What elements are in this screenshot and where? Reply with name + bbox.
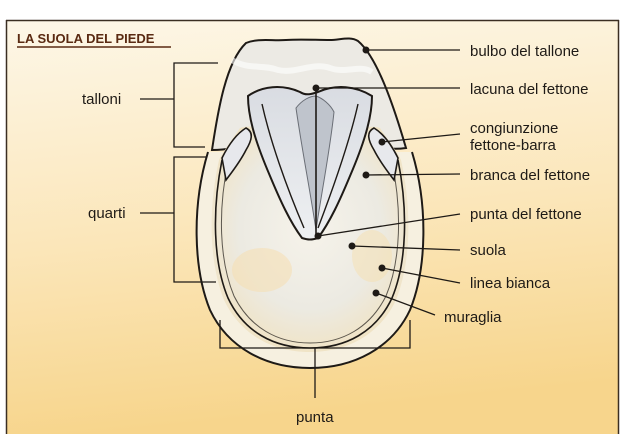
sole-shade-right [352, 230, 392, 282]
label-branca-del-fettone: branca del fettone [470, 167, 590, 184]
label-punta: punta [296, 409, 334, 426]
dot-suola [349, 243, 356, 250]
dot-bulbo [363, 47, 370, 54]
label-bulbo-del-tallone: bulbo del tallone [470, 43, 579, 60]
label-muraglia: muraglia [444, 309, 502, 326]
dot-linea-bianca [379, 265, 386, 272]
diagram-title: LA SUOLA DEL PIEDE [17, 31, 155, 46]
dot-congiunzione [379, 139, 386, 146]
label-suola: suola [470, 242, 507, 259]
label-congiunzione-1: congiunzione [470, 120, 558, 137]
label-talloni: talloni [82, 91, 121, 108]
dot-branca [363, 172, 370, 179]
dot-lacuna [313, 85, 320, 92]
label-congiunzione-2: fettone-barra [470, 137, 557, 154]
dot-punta-fettone [315, 233, 322, 240]
label-lacuna-del-fettone: lacuna del fettone [470, 81, 588, 98]
dot-muraglia [373, 290, 380, 297]
label-quarti: quarti [88, 205, 126, 222]
label-linea-bianca: linea bianca [470, 275, 551, 292]
label-punta-del-fettone: punta del fettone [470, 206, 582, 223]
sole-shade-left [232, 248, 292, 292]
